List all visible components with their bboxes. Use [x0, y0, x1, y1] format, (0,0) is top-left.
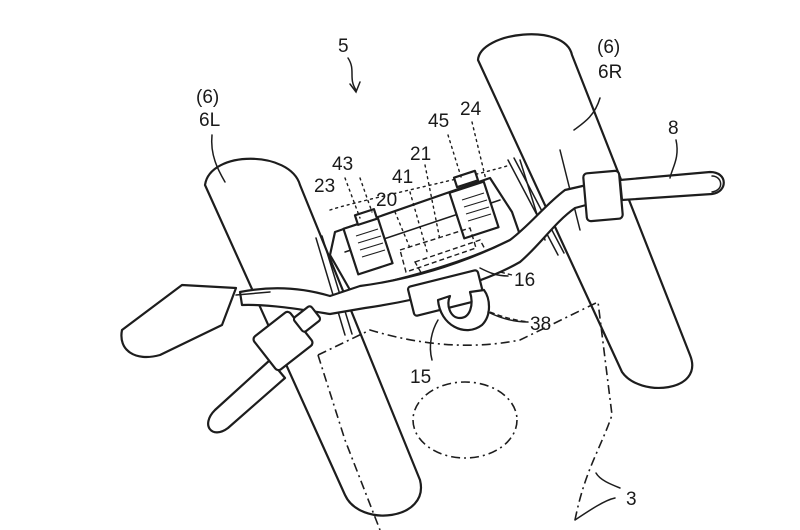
label-3: 3 [626, 489, 637, 510]
top-bridge [328, 169, 522, 292]
left-wheel [203, 157, 423, 517]
label-5: 5 [338, 36, 349, 57]
label-20: 20 [376, 190, 397, 211]
label-43: 43 [332, 154, 353, 175]
label-38: 38 [530, 314, 551, 335]
label-6-left-group: (6) [196, 87, 219, 108]
leader-lines [210, 57, 678, 489]
label-8: 8 [668, 118, 679, 139]
label-15: 15 [410, 367, 431, 388]
label-16: 16 [514, 270, 535, 291]
label-6L: 6L [199, 110, 220, 131]
right-wheel [476, 33, 694, 390]
label-6R: 6R [598, 62, 622, 83]
label-41: 41 [392, 167, 413, 188]
handlebar [120, 169, 725, 434]
label-6-right-group: (6) [597, 37, 620, 58]
inner-frame [315, 157, 565, 336]
label-21: 21 [410, 144, 431, 165]
body-outline [317, 300, 616, 530]
label-45: 45 [428, 111, 449, 132]
label-24: 24 [460, 99, 482, 120]
label-23: 23 [314, 176, 335, 197]
reference-labels: 5 (6) 6L (6) 6R 8 3 15 16 20 21 23 24 38… [196, 36, 679, 510]
